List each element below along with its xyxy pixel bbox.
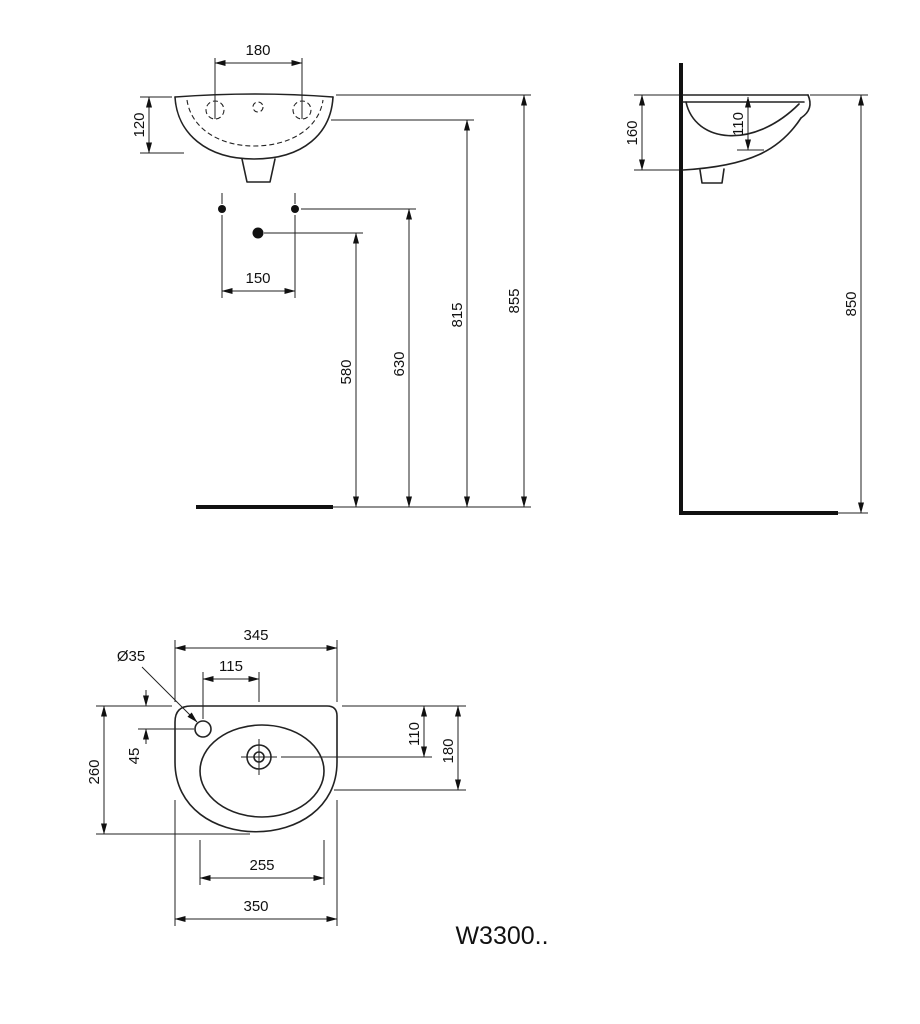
drain-point-dot: [252, 227, 264, 239]
top-view: 345 115 Ø35 45 260 110: [86, 627, 466, 926]
basin-inner-bowl-hidden-line: [186, 99, 324, 147]
dim-label: 45: [126, 748, 143, 765]
leader-line: [141, 666, 198, 723]
fixing-hole-dot-right: [291, 205, 299, 213]
dim-inner-bowl-depth: 110: [730, 96, 764, 151]
dim-label: 345: [243, 627, 268, 644]
side-view: 160 110 850: [624, 63, 868, 515]
dim-label: Ø35: [117, 648, 145, 665]
dim-overall-width: 350: [174, 800, 338, 926]
dim-label: 110: [730, 112, 747, 136]
basin-rim-line: [174, 93, 334, 98]
dim-label: 255: [249, 857, 274, 874]
dim-rim-to-underside: 120: [131, 96, 184, 154]
dim-fixing-hole-spacing: 150: [221, 215, 296, 298]
model-label: W3300..: [455, 922, 548, 950]
dim-rim-height: 855: [336, 94, 531, 508]
dim-label: 110: [406, 722, 423, 746]
dim-label: 160: [624, 120, 641, 145]
dim-overall-depth: 260: [86, 705, 250, 835]
dim-label: 350: [243, 898, 268, 915]
dim-label: 260: [86, 759, 103, 784]
dim-label: 815: [449, 302, 466, 327]
dim-label: 855: [506, 288, 523, 313]
inner-bowl-profile: [685, 101, 800, 137]
dim-rim-height-side: 850: [810, 94, 868, 514]
dim-basin-depth-height: 160: [624, 94, 679, 171]
dim-bowl-width: 255: [199, 840, 325, 885]
dim-label: 580: [338, 359, 355, 384]
fixing-hole-dot-left: [218, 205, 226, 213]
basin-top-outline: [174, 705, 338, 833]
front-view: 180 120 150 580 630 815: [131, 42, 531, 509]
dim-drain-from-rear: 110: [281, 705, 466, 758]
dim-underside-height: 815: [331, 119, 474, 508]
basin-bowl-outline: [174, 96, 334, 160]
dim-label: 120: [131, 112, 148, 137]
front-edge: [800, 94, 811, 119]
dim-drain-height: 580: [264, 232, 363, 508]
dim-label: 180: [440, 738, 457, 763]
dim-label: 180: [245, 42, 270, 59]
dim-rear-edge-width: 345: [174, 627, 338, 702]
tap-hole-circle: [194, 720, 212, 738]
dim-label: 115: [219, 658, 243, 675]
inner-bowl-outline: [199, 724, 325, 818]
dim-label: 630: [391, 351, 408, 376]
underside-profile: [682, 117, 802, 171]
trap-profile: [699, 168, 725, 184]
dim-label: 150: [245, 270, 270, 287]
trap-outline: [241, 158, 276, 183]
dim-tap-hole-spacing: 180: [214, 42, 303, 119]
overflow-hidden: [252, 101, 264, 113]
dim-bowl-front-from-rear: 180: [334, 705, 466, 791]
dim-label: 850: [843, 291, 860, 316]
dim-tap-to-center: 115: [202, 658, 260, 719]
dim-tap-hole-from-rear: 45: [126, 690, 194, 764]
dim-fixing-hole-height: 630: [301, 208, 416, 508]
dim-tap-hole-diameter: Ø35: [117, 648, 198, 723]
